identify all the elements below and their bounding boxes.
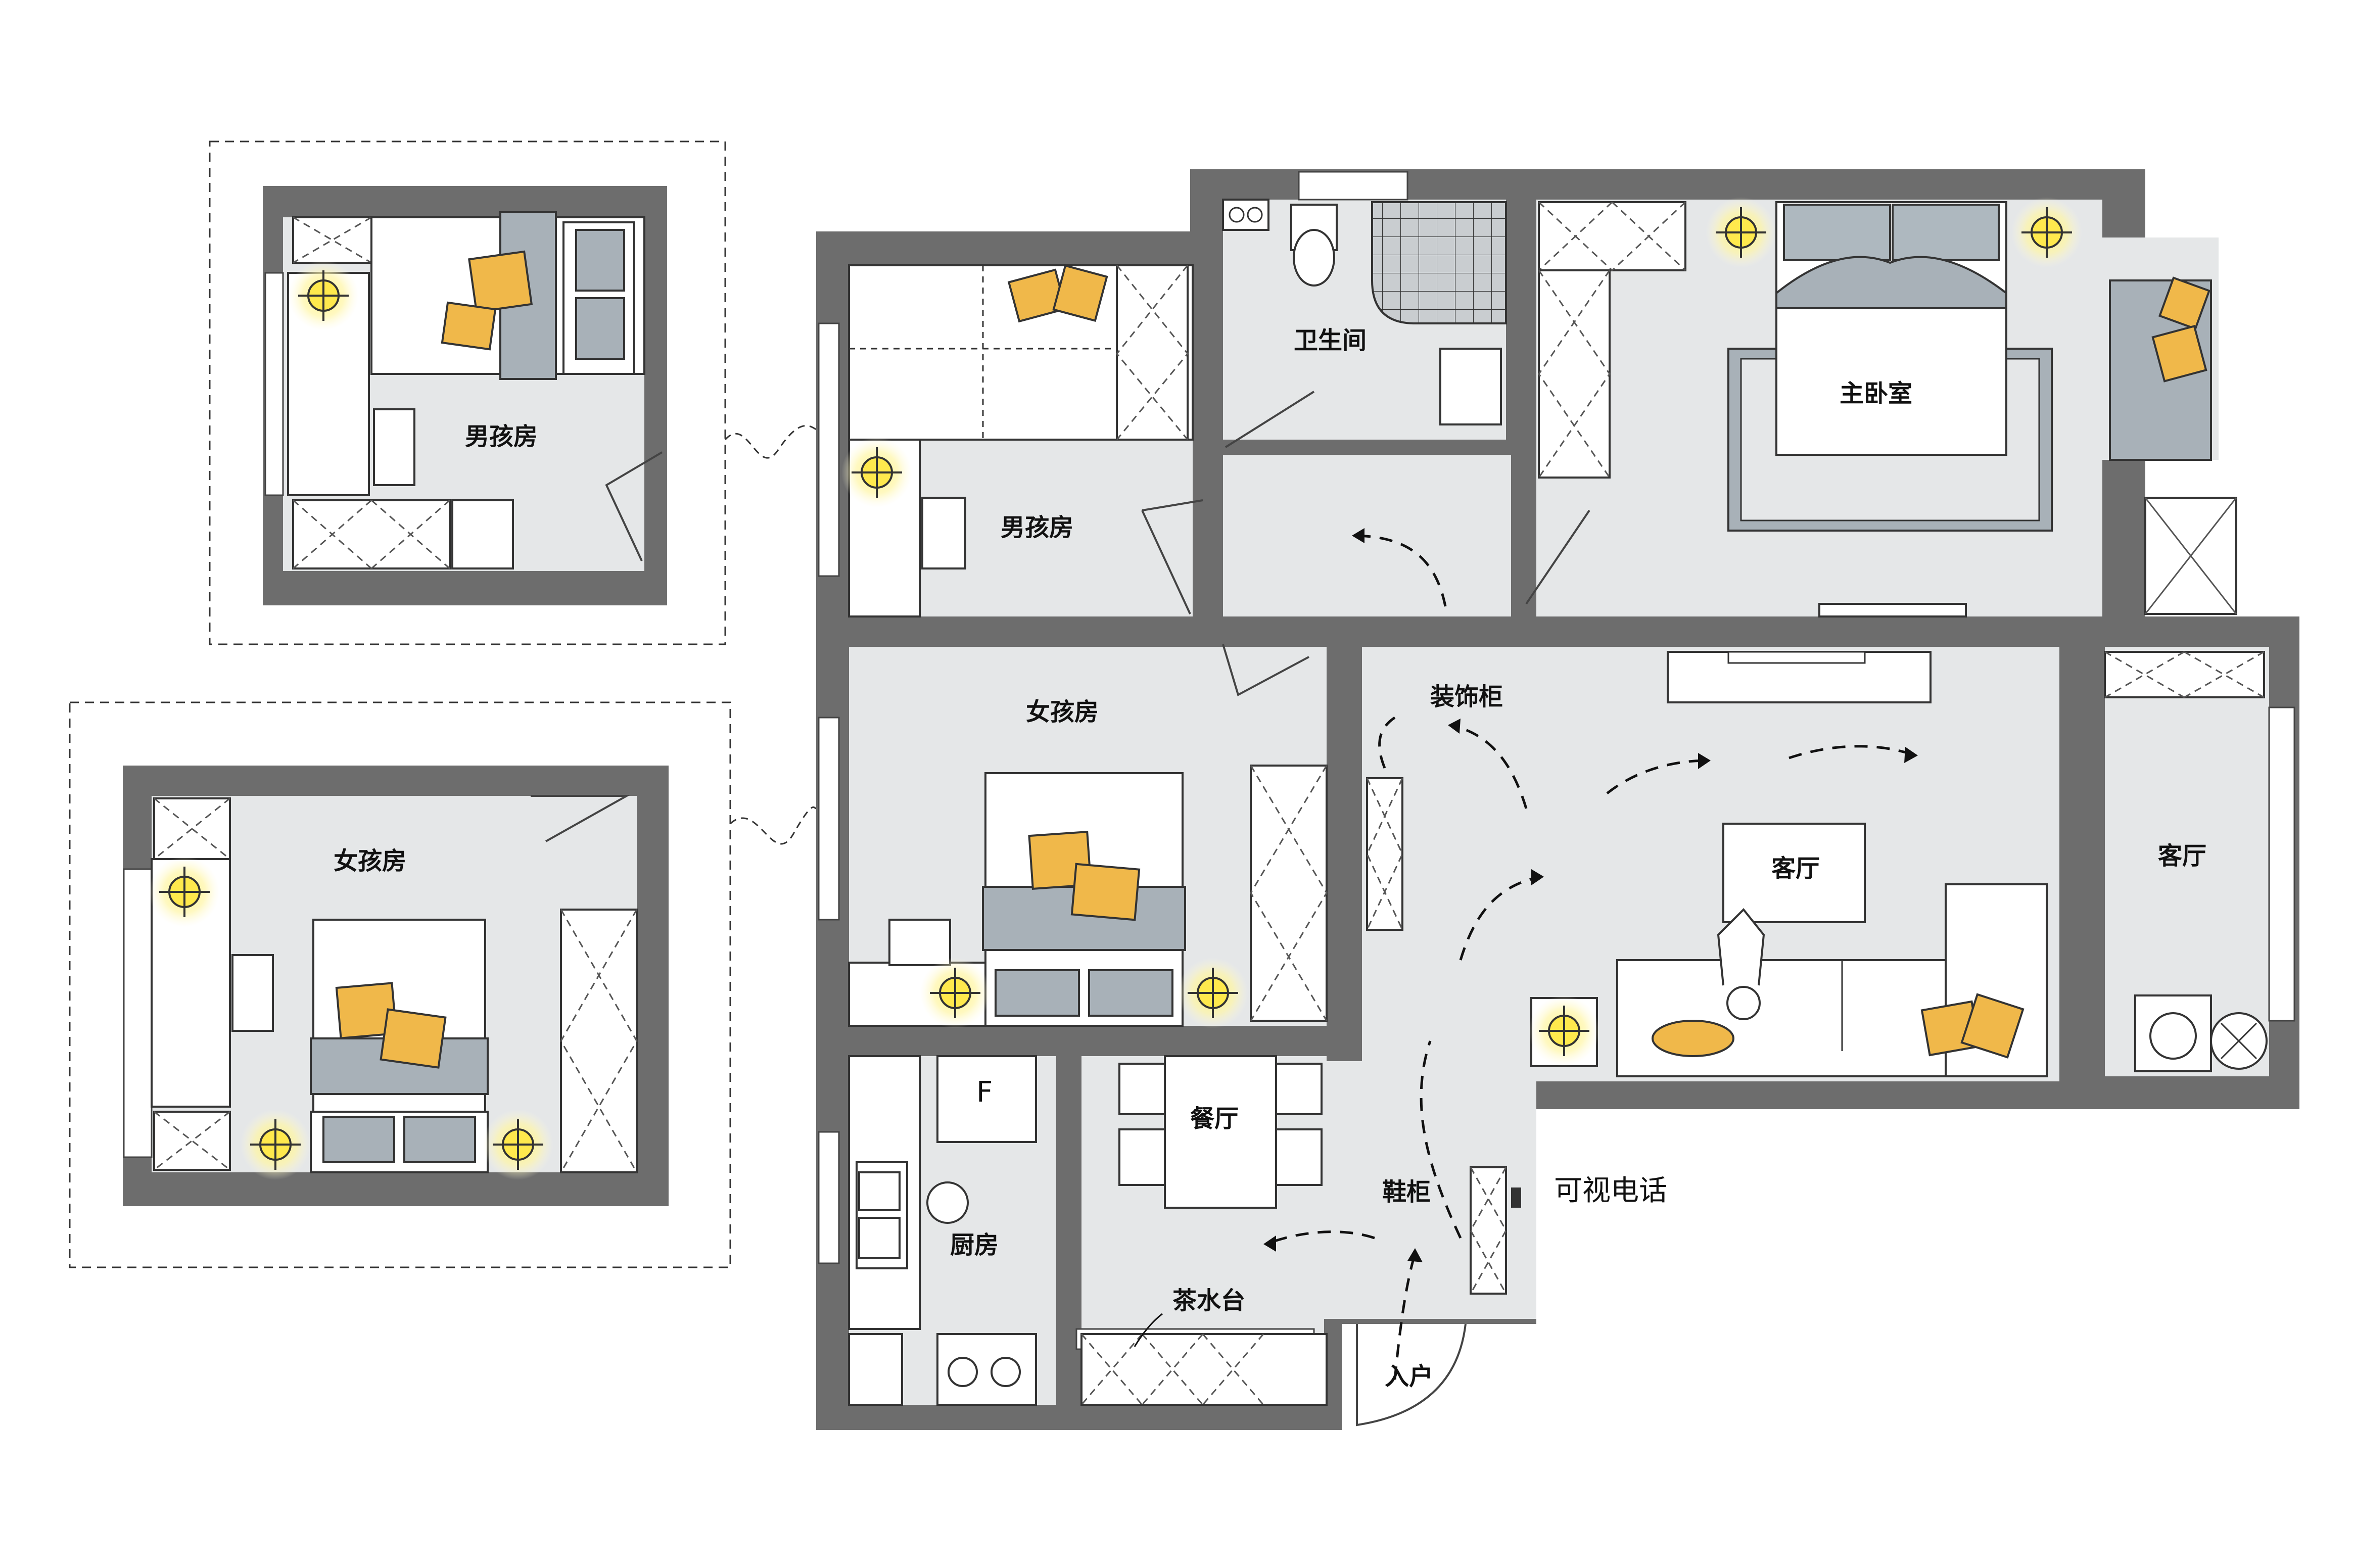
boy-room-label: 男孩房 [1001, 513, 1073, 542]
dining-room: 餐厅 [1118, 1055, 1375, 1252]
hallway [1222, 528, 1447, 696]
inset-boy-room: 男孩房 [209, 140, 726, 645]
living-room: 客厅 装饰柜 [1366, 651, 2048, 1239]
entrance-label: 入户 [1385, 1362, 1433, 1391]
girl-room-label: 女孩房 [1026, 698, 1099, 726]
decor-cabinet-label: 装饰柜 [1430, 683, 1503, 711]
connector-boy [724, 424, 817, 459]
side-living-room: 客厅 [2104, 651, 2268, 1072]
connector-girl [729, 806, 817, 845]
fridge-label: F [976, 1076, 993, 1109]
tea-station-label: 茶水台 [1172, 1287, 1245, 1315]
inset-girl-room: 女孩房 [69, 701, 731, 1268]
living-room-label: 客厅 [1771, 854, 1820, 883]
inset-girl-room-label: 女孩房 [334, 847, 406, 875]
master-bedroom: 主卧室 [1525, 196, 2237, 617]
entrance: 鞋柜 可视电话 入户 [1356, 1166, 1667, 1427]
kitchen: F 厨房 [848, 1055, 1037, 1406]
side-living-room-label: 客厅 [2158, 842, 2206, 870]
girl-room: 女孩房 [848, 698, 1328, 1029]
inset-boy-room-label: 男孩房 [465, 422, 538, 451]
shoe-cabinet-label: 鞋柜 [1382, 1178, 1431, 1206]
master-bedroom-label: 主卧室 [1840, 379, 1912, 408]
intercom-icon [1511, 1187, 1521, 1208]
bathroom-label: 卫生间 [1294, 326, 1367, 355]
dining-room-label: 餐厅 [1190, 1105, 1239, 1133]
tea-station: 茶水台 [1080, 1287, 1328, 1406]
video-intercom-label: 可视电话 [1554, 1174, 1667, 1207]
boy-room: 男孩房 [840, 264, 1203, 617]
bathroom: 卫生间 [1222, 199, 1507, 448]
kitchen-label: 厨房 [950, 1231, 999, 1259]
